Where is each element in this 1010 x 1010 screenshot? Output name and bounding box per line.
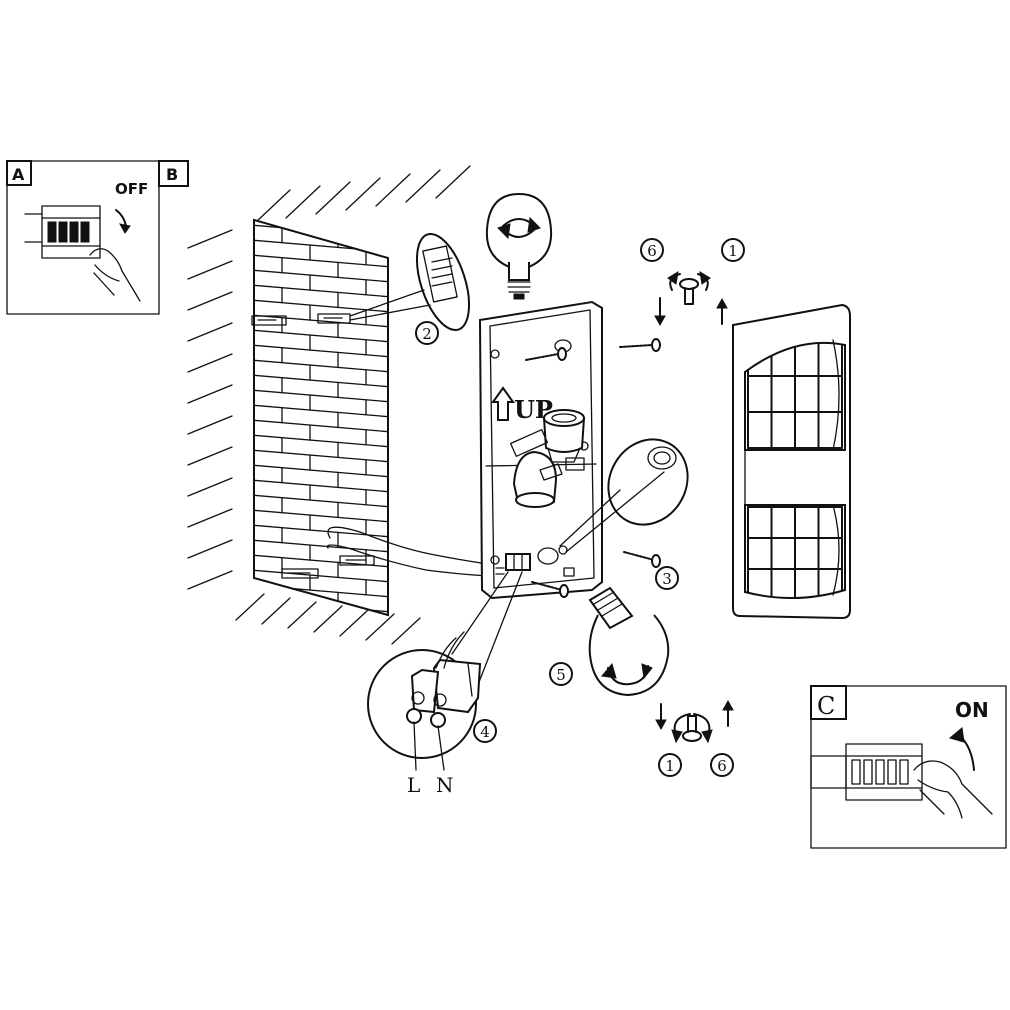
panel-a-switch-off: A OFF xyxy=(6,160,160,315)
screw xyxy=(531,581,569,598)
hand-icon xyxy=(89,248,141,302)
on-label: ON xyxy=(955,698,989,722)
lamp-cover xyxy=(732,303,851,620)
fuse-box-icon xyxy=(24,205,101,259)
svg-text:2: 2 xyxy=(422,325,432,343)
panel-c-switch-on: C ON xyxy=(810,685,1007,849)
screw xyxy=(623,551,661,568)
mains-cable xyxy=(326,526,489,577)
callout-5: 5 xyxy=(549,662,573,686)
bulb-bottom xyxy=(588,586,670,697)
svg-text:1: 1 xyxy=(665,757,675,775)
plug-detail-zoom xyxy=(349,232,471,332)
svg-text:1: 1 xyxy=(728,242,738,260)
fuse-box-icon xyxy=(810,743,923,801)
callout-6-bottom: 6 xyxy=(710,753,734,777)
hand-icon xyxy=(913,760,993,819)
bulb-top xyxy=(485,192,553,300)
off-arrow-icon xyxy=(115,209,127,227)
screw xyxy=(619,338,661,352)
screw xyxy=(525,347,567,361)
callout-3: 3 xyxy=(655,566,679,590)
wall-plug xyxy=(251,315,287,326)
grommet-detail-zoom xyxy=(559,438,689,553)
terminal-neutral-label: N xyxy=(436,773,454,797)
wall-plug xyxy=(317,313,351,324)
svg-text:5: 5 xyxy=(556,666,566,684)
panel-c-label: C xyxy=(817,692,835,720)
up-arrow-icon xyxy=(491,386,515,421)
panel-b-label: B xyxy=(166,165,178,184)
panel-a-label: A xyxy=(12,165,25,184)
svg-text:4: 4 xyxy=(480,723,490,741)
callout-1-bottom: 1 xyxy=(658,753,682,777)
panel-b-marker: B xyxy=(158,160,189,187)
callout-4: 4 xyxy=(473,719,497,743)
wall-plug xyxy=(281,568,319,579)
wall-plug xyxy=(339,555,375,566)
terminal-detail-zoom: L N xyxy=(367,571,523,797)
callout-6-top: 6 xyxy=(640,238,664,262)
svg-text:3: 3 xyxy=(662,570,672,588)
terminal-live-label: L xyxy=(407,773,420,797)
callout-2: 2 xyxy=(415,321,439,345)
svg-text:6: 6 xyxy=(647,242,657,260)
cover-screw-bottom xyxy=(655,699,734,744)
callout-1-top: 1 xyxy=(721,238,745,262)
cover-screw-top xyxy=(654,271,728,327)
off-label: OFF xyxy=(115,180,148,198)
mounting-box: UP xyxy=(478,300,603,600)
lamp-socket xyxy=(542,409,586,471)
lamp-socket xyxy=(509,429,563,508)
svg-text:6: 6 xyxy=(717,757,727,775)
